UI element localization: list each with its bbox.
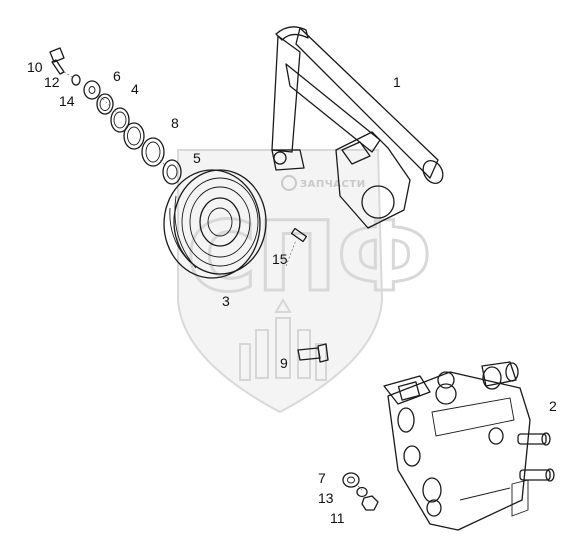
callout-5: 5 bbox=[193, 150, 201, 166]
callout-1: 1 bbox=[393, 74, 401, 90]
callout-11: 11 bbox=[330, 510, 345, 526]
watermark: СПФ ЗАПЧАСТИ bbox=[177, 149, 434, 414]
leader-lines bbox=[63, 71, 363, 491]
part-14-washer bbox=[83, 80, 101, 100]
callout-labels: 1 2 3 4 5 6 7 8 9 10 11 12 13 14 15 bbox=[27, 59, 557, 526]
callout-4: 4 bbox=[131, 81, 139, 97]
callout-9: 9 bbox=[280, 355, 288, 371]
part-2-valve-block bbox=[383, 361, 555, 531]
part-8-washer bbox=[123, 122, 145, 150]
callout-14: 14 bbox=[59, 93, 75, 109]
watermark-brand-text: ЗАПЧАСТИ bbox=[300, 179, 366, 190]
part-15-key bbox=[290, 227, 308, 243]
watermark-letters: СПФ bbox=[186, 201, 432, 313]
part-5-bushing bbox=[162, 159, 182, 185]
part-10-bolt bbox=[49, 47, 65, 75]
part-7-washer bbox=[342, 472, 360, 488]
part-4-washer bbox=[110, 107, 130, 133]
watermark-wheat-icon bbox=[239, 298, 327, 381]
watermark-badge: ЗАПЧАСТИ bbox=[281, 175, 366, 191]
part-6-washer bbox=[96, 93, 114, 115]
callout-13: 13 bbox=[318, 490, 334, 506]
watermark-gear-icon bbox=[281, 175, 297, 191]
part-3-pulley bbox=[163, 169, 267, 279]
callout-10: 10 bbox=[27, 59, 43, 75]
part-9-bolt bbox=[297, 343, 329, 363]
part-11-nut bbox=[361, 495, 379, 511]
callout-2: 2 bbox=[549, 398, 557, 414]
callout-6: 6 bbox=[113, 68, 121, 84]
part-12-washer bbox=[71, 74, 81, 86]
callout-3: 3 bbox=[222, 293, 230, 309]
callout-12: 12 bbox=[44, 74, 60, 90]
callout-15: 15 bbox=[272, 251, 288, 267]
watermark-shield bbox=[177, 149, 384, 414]
callout-7: 7 bbox=[318, 470, 326, 486]
part-1-bracket-arm bbox=[271, 26, 444, 229]
part-13-washer bbox=[356, 486, 368, 498]
callout-8: 8 bbox=[171, 115, 179, 131]
part-8b-washer bbox=[141, 137, 165, 167]
